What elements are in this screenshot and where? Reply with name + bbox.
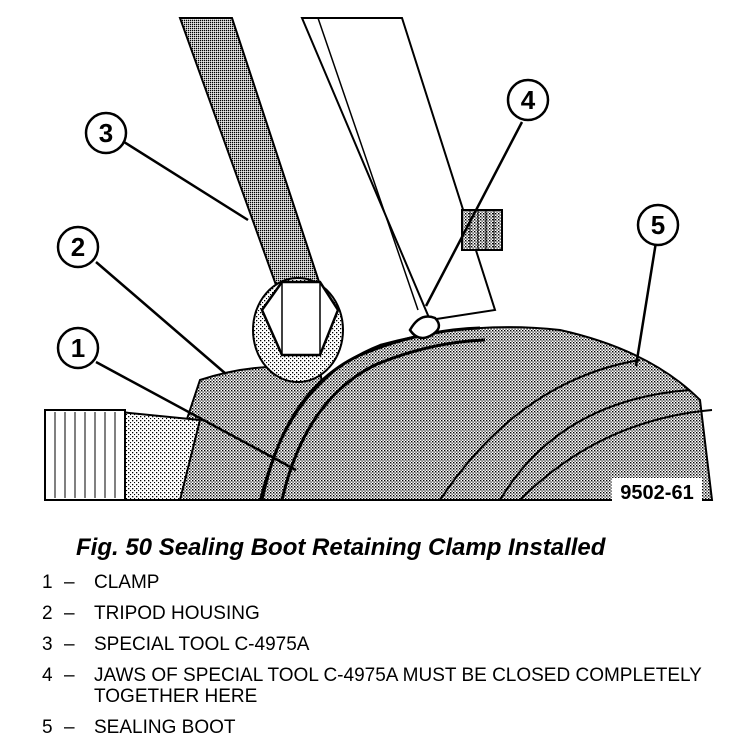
callout-2: 2 xyxy=(56,225,100,269)
special-tool-handle-left xyxy=(178,17,327,312)
threaded-stud xyxy=(461,209,503,251)
legend-number: 5 xyxy=(42,717,53,738)
hex-bolt xyxy=(252,277,344,383)
splined-shaft xyxy=(44,409,126,501)
svg-text:2: 2 xyxy=(71,232,85,262)
callout-1: 1 xyxy=(56,326,100,370)
legend-number: 3 xyxy=(42,634,53,655)
legend-dash: – xyxy=(64,572,75,593)
legend-text: SPECIAL TOOL C-4975A xyxy=(94,634,310,655)
callout-4: 4 xyxy=(506,78,550,122)
legend-list: 1 – CLAMP 2 – TRIPOD HOUSING 3 – SPECIAL… xyxy=(42,572,742,748)
svg-text:9502-61: 9502-61 xyxy=(620,482,693,504)
figure-caption: Fig. 50 Sealing Boot Retaining Clamp Ins… xyxy=(76,534,606,561)
legend-text: SEALING BOOT xyxy=(94,717,236,738)
legend-item: 4 – JAWS OF SPECIAL TOOL C-4975A MUST BE… xyxy=(42,665,742,707)
legend-text: CLAMP xyxy=(94,572,160,593)
svg-text:1: 1 xyxy=(71,333,85,363)
clamp-illustration: 3 2 1 4 5 9502-61 xyxy=(44,17,714,504)
svg-text:5: 5 xyxy=(651,210,665,240)
figure-code: 9502-61 xyxy=(612,478,702,504)
legend-item: 1 – CLAMP xyxy=(42,572,742,593)
legend-text: JAWS OF SPECIAL TOOL C-4975A MUST BE CLO… xyxy=(94,665,702,707)
legend-item: 5 – SEALING BOOT xyxy=(42,717,742,738)
callout-3: 3 xyxy=(84,111,128,155)
legend-dash: – xyxy=(64,665,75,686)
legend-dash: – xyxy=(64,717,75,738)
sealing-boot xyxy=(258,326,714,501)
legend-number: 2 xyxy=(42,603,53,624)
svg-text:3: 3 xyxy=(99,118,113,148)
legend-text: TRIPOD HOUSING xyxy=(94,603,260,624)
clamp-band xyxy=(260,315,486,501)
legend-dash: – xyxy=(64,603,75,624)
legend-item: 2 – TRIPOD HOUSING xyxy=(42,603,742,624)
callout-5: 5 xyxy=(636,203,680,247)
svg-text:4: 4 xyxy=(521,85,536,115)
legend-number: 4 xyxy=(42,665,53,686)
legend-dash: – xyxy=(64,634,75,655)
special-tool-handle-right xyxy=(300,17,497,322)
legend-item: 3 – SPECIAL TOOL C-4975A xyxy=(42,634,742,655)
legend-number: 1 xyxy=(42,572,53,593)
leader-lines xyxy=(95,121,658,472)
